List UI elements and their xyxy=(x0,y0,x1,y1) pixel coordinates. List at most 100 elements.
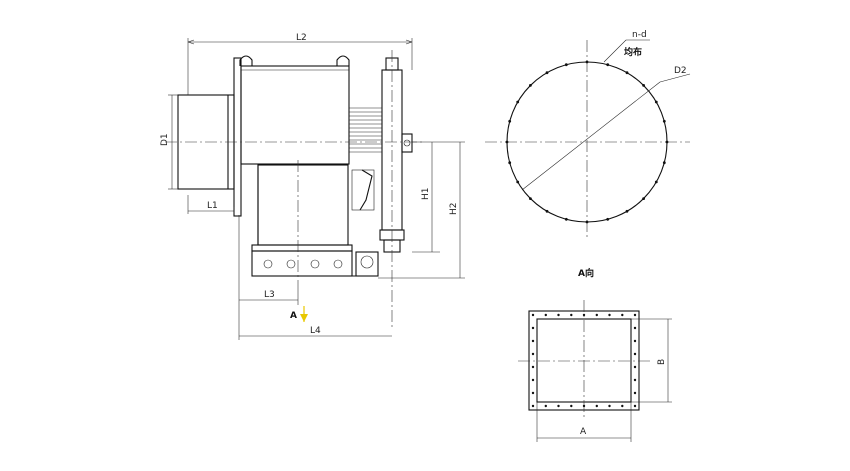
bolt-hole xyxy=(633,313,637,317)
bolt-hole xyxy=(516,100,520,104)
bolt-hole xyxy=(621,313,624,317)
bolt-hole xyxy=(529,84,532,87)
base-frame xyxy=(251,244,353,252)
bolt-hole xyxy=(633,391,637,395)
bolt-hole xyxy=(564,63,568,67)
mount-hole-3 xyxy=(310,259,320,269)
bolt-hole xyxy=(642,197,645,201)
bolt-hole xyxy=(665,140,669,144)
flange-bolt-holes xyxy=(505,60,669,224)
bolt-hole xyxy=(531,313,535,317)
bolt-hole xyxy=(625,209,629,213)
dimension-a: A xyxy=(536,402,632,442)
bolt-hole xyxy=(595,313,598,317)
bolt-hole xyxy=(585,60,589,64)
inlet-flange xyxy=(233,57,242,217)
bolt-hole xyxy=(585,220,589,224)
dimension-l3: L3 xyxy=(238,215,299,340)
bolt-hole xyxy=(557,313,560,317)
outlet-flange-view: A B xyxy=(518,300,672,442)
l4-label: L4 xyxy=(310,326,321,336)
nd-label: n-d xyxy=(632,30,647,40)
bolt-hole xyxy=(545,209,549,213)
bolt-hole xyxy=(608,313,611,317)
dimension-h1: H1 xyxy=(412,142,440,253)
bolt-hole xyxy=(544,313,547,317)
bolt-hole xyxy=(570,313,573,317)
junction-box xyxy=(401,133,413,153)
bolt-hole xyxy=(621,404,624,408)
bolt-hole xyxy=(505,140,509,144)
bolt-hole xyxy=(606,63,610,67)
fan-housing xyxy=(240,65,350,165)
bolt-hole xyxy=(633,339,637,343)
cooling-fins xyxy=(349,107,382,153)
bolt-hole xyxy=(508,161,512,165)
outlet-bolt-holes xyxy=(531,313,637,408)
view-arrow-a: A xyxy=(290,306,308,322)
a-view-title: A向 xyxy=(578,267,594,279)
l3-label: L3 xyxy=(264,290,275,300)
mount-hole-2 xyxy=(286,259,296,269)
l2-label: L2 xyxy=(296,33,307,43)
bolt-hole xyxy=(642,84,645,87)
bolt-hole xyxy=(654,100,658,104)
dimension-h2: H2 xyxy=(378,141,465,279)
mount-hole-4 xyxy=(333,259,343,269)
lifting-lug-left xyxy=(239,55,253,66)
bolt-hole xyxy=(582,404,586,408)
base-support xyxy=(251,250,353,277)
d1-label: D1 xyxy=(160,133,170,146)
outlet-box xyxy=(257,164,349,246)
a-arrow-label: A xyxy=(290,311,297,321)
bolt-hole xyxy=(516,180,520,184)
bolt-hole xyxy=(654,180,658,184)
dim-b-label: B xyxy=(657,359,667,365)
dim-a-label: A xyxy=(580,427,587,437)
h2-label: H2 xyxy=(449,203,459,216)
bolt-hole xyxy=(662,161,666,165)
bolt-hole xyxy=(633,378,637,382)
bolt-hole xyxy=(531,378,535,382)
bolt-hole xyxy=(529,197,532,201)
bolt-hole xyxy=(570,404,573,408)
side-view: L2 D1 L1 H1 H2 xyxy=(160,33,465,340)
dimension-b: B xyxy=(631,318,672,403)
bolt-hole xyxy=(531,365,535,369)
bolt-hole xyxy=(531,352,535,356)
bolt-hole xyxy=(531,339,535,343)
bolt-hole xyxy=(531,391,535,395)
dimension-d1: D1 xyxy=(160,94,178,190)
dimension-l2: L2 xyxy=(187,33,413,95)
bolt-hole xyxy=(608,404,611,408)
dimension-l1: L1 xyxy=(187,195,235,214)
actuator xyxy=(355,251,379,277)
bolt-hole xyxy=(595,404,598,408)
lifting-lug-right xyxy=(336,55,350,66)
bolt-hole xyxy=(633,352,637,356)
bolt-hole xyxy=(582,313,586,317)
bolt-hole xyxy=(564,217,568,221)
bolt-hole xyxy=(662,119,666,123)
flange-view: D2 n-d 均布 xyxy=(485,30,691,240)
bolt-hole xyxy=(545,71,549,75)
h1-label: H1 xyxy=(421,188,431,201)
bolt-hole xyxy=(508,119,512,123)
bolt-hole xyxy=(606,217,610,221)
d2-leader xyxy=(521,81,661,191)
dimension-l4: L4 xyxy=(239,326,392,337)
bolt-hole xyxy=(633,326,637,330)
bolt-hole xyxy=(557,404,560,408)
l1-label: L1 xyxy=(207,201,218,211)
mount-hole-1 xyxy=(263,259,273,269)
bolt-hole xyxy=(544,404,547,408)
bolt-hole xyxy=(633,404,637,408)
d2-label: D2 xyxy=(674,66,687,76)
bolt-hole xyxy=(625,71,629,75)
bolt-hole xyxy=(531,326,535,330)
bolt-hole xyxy=(531,404,535,408)
damper-linkage xyxy=(359,169,373,211)
bolt-hole xyxy=(633,365,637,369)
uniform-label: 均布 xyxy=(624,46,642,58)
